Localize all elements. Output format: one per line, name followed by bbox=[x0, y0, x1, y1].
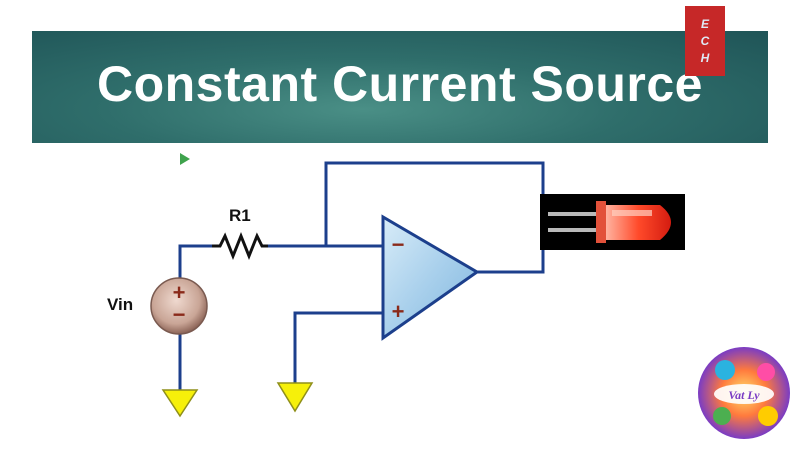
brand-tag: E C H bbox=[685, 6, 725, 76]
opamp-noninverting-sign: + bbox=[392, 299, 405, 324]
ground-symbol-source bbox=[161, 389, 199, 418]
resistor-label: R1 bbox=[229, 206, 251, 225]
source-label: Vin bbox=[107, 295, 133, 314]
voltage-source bbox=[150, 277, 208, 335]
slide-bullet-arrow-icon bbox=[180, 153, 190, 165]
title-banner: Constant Current Source bbox=[32, 31, 768, 143]
opamp-inverting-sign: − bbox=[392, 232, 405, 257]
logo-text: Vat Ly bbox=[728, 388, 760, 402]
source-plus-sign: + bbox=[173, 280, 186, 305]
brand-tag-letter-h: H bbox=[700, 50, 710, 65]
brand-tag-letter-c: C bbox=[700, 33, 710, 48]
wire-group bbox=[178, 161, 545, 390]
resistor-r1 bbox=[212, 231, 268, 261]
input-wire bbox=[178, 244, 212, 282]
opamp-triangle bbox=[381, 214, 480, 341]
led-icon bbox=[540, 194, 685, 250]
ground-symbol-opamp bbox=[276, 382, 314, 413]
brand-tag-letter-e: E bbox=[700, 16, 709, 31]
noninverting-ground-wire bbox=[293, 311, 383, 383]
page-title: Constant Current Source bbox=[96, 56, 703, 112]
feedback-wire bbox=[324, 161, 545, 274]
vat-ly-logo: Vat Ly bbox=[698, 347, 790, 439]
source-minus-sign: − bbox=[173, 302, 186, 327]
